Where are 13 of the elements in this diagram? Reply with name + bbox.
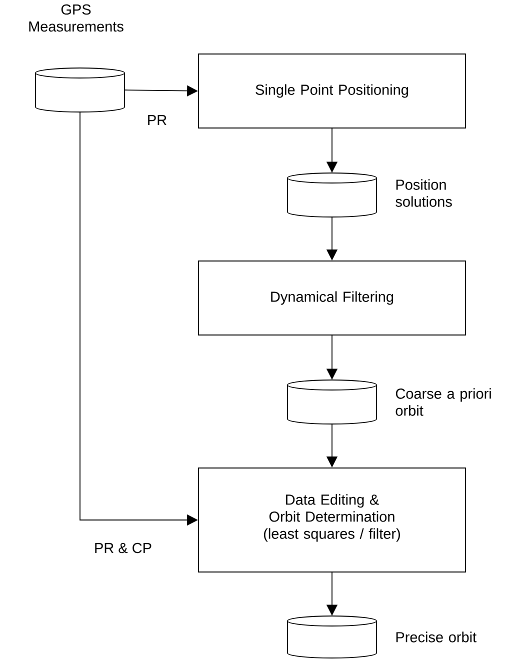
node-caption: Coarse a priori orbit: [396, 388, 491, 416]
database-cylinder: [35, 68, 125, 112]
process-box: Dynamical Filtering: [198, 260, 466, 336]
process-box: Data Editing & Orbit Determination (least squares / filter): [198, 468, 466, 572]
edge-label: PR: [146, 114, 168, 126]
database-cylinder: [287, 616, 377, 658]
node-caption: Precise orbit: [396, 632, 476, 642]
database-cylinder: [287, 380, 377, 424]
node-caption: GPS Measurements: [29, 4, 124, 32]
process-box: Single Point Positioning: [198, 54, 466, 128]
edge-label: PR & CP: [93, 542, 153, 554]
database-cylinder: [287, 172, 377, 218]
node-caption: Position solutions: [396, 179, 452, 207]
